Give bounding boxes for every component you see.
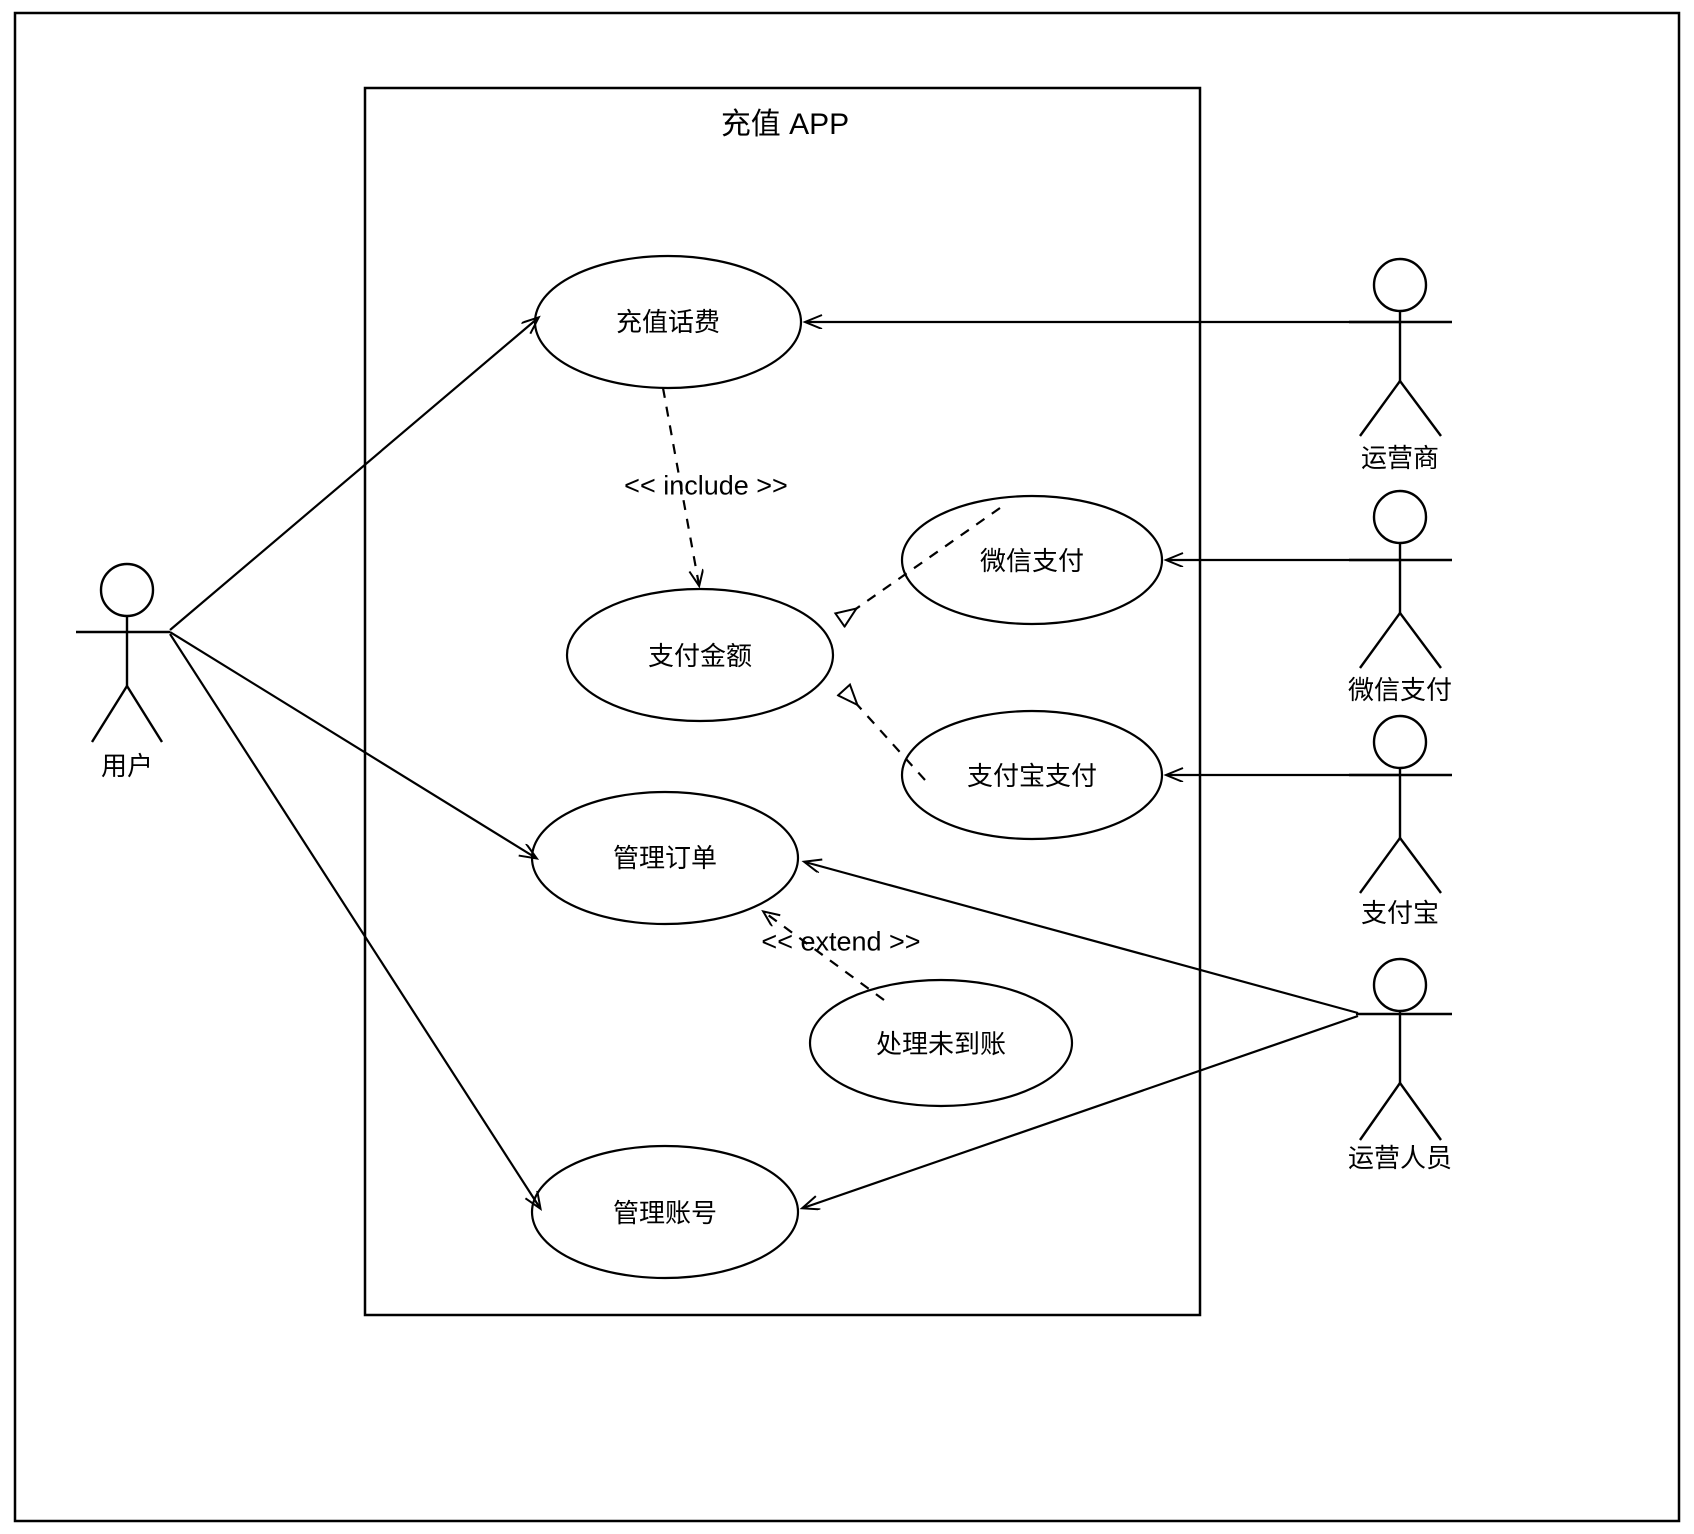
actor-carrier[interactable] xyxy=(1349,257,1452,437)
assoc-operator-manage-orders xyxy=(805,862,1359,1015)
include-recharge-pay-amount xyxy=(661,387,699,585)
actor-label-alipay: 支付宝 xyxy=(1360,898,1440,928)
use-case-handle-unpaid[interactable] xyxy=(808,978,1074,1108)
actor-label-wechat: 微信支付 xyxy=(1347,675,1453,705)
actor-label-user: 用户 xyxy=(100,751,154,781)
extend-stereotype-label: << extend >> xyxy=(761,926,921,957)
use-case-label-alipay-pay: 支付宝支付 xyxy=(966,761,1098,791)
actor-wechat[interactable] xyxy=(1349,489,1452,669)
system-boundary-box xyxy=(363,86,1202,1317)
actor-label-carrier: 运营商 xyxy=(1360,443,1440,473)
assoc-user-manage-orders xyxy=(169,631,536,858)
actor-operator[interactable] xyxy=(1356,957,1452,1141)
use-case-wechat-pay[interactable] xyxy=(900,494,1164,626)
use-case-label-manage-orders: 管理订单 xyxy=(612,843,718,873)
assoc-user-recharge xyxy=(169,318,538,631)
actor-user[interactable] xyxy=(76,562,170,743)
use-case-label-pay-amount: 支付金额 xyxy=(647,641,753,671)
use-case-pay-amount[interactable] xyxy=(565,587,835,723)
page-border xyxy=(13,11,1681,1523)
extend-handle-unpaid-manage-orders xyxy=(764,912,885,1001)
use-case-label-recharge: 充值话费 xyxy=(615,307,721,337)
assoc-operator-manage-account xyxy=(803,1014,1359,1208)
generalization-alipaypay-pay-amount xyxy=(844,690,926,781)
generalization-wechatpay-pay-amount xyxy=(840,507,1001,620)
use-case-label-wechat-pay: 微信支付 xyxy=(979,546,1085,576)
system-boundary-title: 充值 APP xyxy=(720,108,850,141)
use-case-label-handle-unpaid: 处理未到账 xyxy=(875,1029,1007,1059)
use-case-manage-account[interactable] xyxy=(530,1144,800,1280)
use-case-label-manage-account: 管理账号 xyxy=(612,1198,718,1228)
use-case-alipay-pay[interactable] xyxy=(900,709,1164,841)
include-stereotype-label: << include >> xyxy=(624,470,788,501)
assoc-user-manage-account xyxy=(169,633,540,1208)
actor-alipay[interactable] xyxy=(1349,714,1452,894)
actor-label-operator: 运营人员 xyxy=(1347,1143,1453,1173)
